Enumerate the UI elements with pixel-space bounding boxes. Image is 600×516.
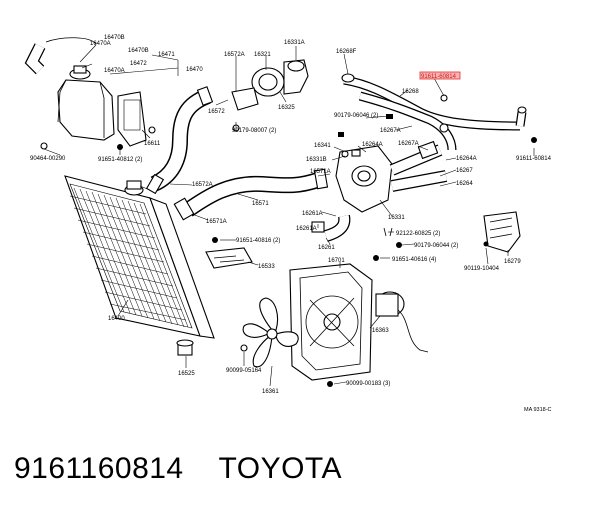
label-16267: 16267 [456, 168, 473, 174]
reservoir-tank [24, 37, 147, 147]
label-16341: 16341 [314, 143, 331, 149]
label-16470B-top: 16470B [104, 35, 125, 41]
label-90179-06044: 90179-06044 (2) [414, 243, 458, 249]
label-16268F: 16268F [336, 49, 357, 55]
part-labels: 16470B 16470A 16470B 16471 16472 16470A … [30, 35, 552, 413]
bypass-hose [311, 214, 351, 242]
label-16267A-2: 16267A [398, 141, 419, 147]
label-16471: 16471 [158, 52, 175, 58]
label-90179-08007: 90179-08007 (2) [232, 128, 276, 134]
label-92122: 92122-60825 (2) [396, 231, 440, 237]
label-16261A-1: 16261A [302, 211, 323, 217]
upper-radiator-hose [145, 86, 214, 195]
label-16571A-top: 16571A [310, 169, 331, 175]
shroud-bracket [483, 211, 521, 253]
brand-name: TOYOTA [218, 452, 343, 485]
radiator-support [205, 247, 253, 269]
label-16470A-mid: 16470A [104, 68, 125, 74]
label-16572-top: 16572 [208, 109, 225, 115]
label-16361: 16361 [262, 389, 279, 395]
label-91651-40616: 91651-40616 (4) [392, 257, 436, 263]
fan-shroud [289, 263, 429, 381]
label-16470B-2: 16470B [128, 48, 149, 54]
label-90099-05164: 90099-05164 [226, 368, 262, 374]
label-16572A-mid: 16572A [192, 182, 213, 188]
label-16261A-2: 16261A [296, 226, 317, 232]
label-90119: 90119-10404 [464, 266, 500, 272]
parts-diagram: 16470B 16470A 16470B 16471 16472 16470A … [24, 35, 552, 413]
label-16470A-top: 16470A [90, 41, 111, 47]
cooling-fan [242, 297, 299, 368]
label-16264A-top: 16264A [362, 142, 383, 148]
label-90179-06046: 90179-06046 (2) [334, 113, 378, 119]
label-16279: 16279 [504, 259, 521, 265]
label-90464: 90464-00290 [30, 156, 66, 162]
label-16525: 16525 [178, 371, 195, 377]
label-16400: 16400 [108, 316, 125, 322]
radiator [64, 175, 215, 356]
part-caption: 9161160814 TOYOTA [14, 452, 342, 486]
label-diagram-code: MA 9318-C [524, 407, 552, 413]
label-16264A-right: 16264A [456, 156, 477, 162]
label-16571A-mid: 16571A [206, 219, 227, 225]
water-inlet [335, 140, 448, 213]
label-16363: 16363 [372, 328, 389, 334]
label-16261: 16261 [318, 245, 335, 251]
label-16472: 16472 [130, 61, 147, 67]
thermostat-housing [231, 59, 309, 111]
label-16533: 16533 [258, 264, 275, 270]
label-16321: 16321 [254, 52, 271, 58]
label-16267A-1: 16267A [380, 128, 401, 134]
label-91651-40812: 91651-40812 (2) [98, 157, 142, 163]
label-90099-00183: 90099-00183 (3) [346, 381, 390, 387]
label-16325: 16325 [278, 105, 295, 111]
label-16268: 16268 [402, 89, 419, 95]
water-bypass-pipe [341, 73, 527, 151]
label-16611: 16611 [144, 141, 161, 147]
label-16470: 16470 [186, 67, 203, 73]
label-16331: 16331 [388, 215, 405, 221]
lower-radiator-hose [173, 168, 329, 221]
label-16571: 16571 [252, 201, 269, 207]
label-16331B: 16331B [306, 157, 327, 163]
label-16331A: 16331A [284, 40, 305, 46]
label-16572A-top: 16572A [224, 52, 245, 58]
part-number: 9161160814 [14, 452, 184, 485]
highlight-91611-60814: 91611-60814 [419, 71, 461, 80]
label-91611-60814: 91611-60814 [516, 156, 552, 162]
label-91651-40816-2: 91651-40816 (2) [236, 238, 280, 244]
label-16264: 16264 [456, 181, 473, 187]
svg-text:91611-60814: 91611-60814 [421, 74, 457, 80]
label-16701: 16701 [328, 258, 345, 264]
leader-lines [43, 44, 535, 387]
